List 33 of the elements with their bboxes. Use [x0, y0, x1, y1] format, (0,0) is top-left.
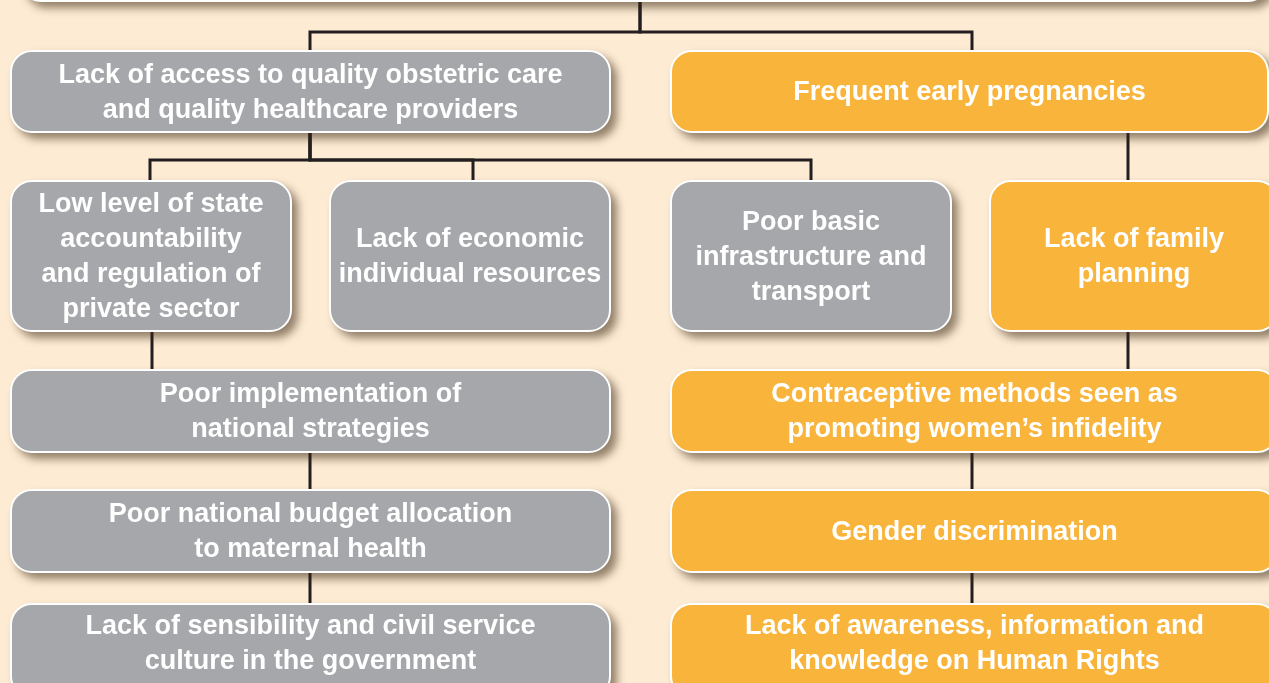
- cause-text: Poor national budget allocation to maternal health: [107, 497, 514, 565]
- cause-box: [989, 180, 1269, 332]
- cause-box: [670, 180, 952, 332]
- connector-line: [1126, 133, 1130, 180]
- cause-box: [670, 50, 1269, 133]
- cause-text: Lack of awareness, information and knowledge on Human Rights: [743, 608, 1206, 677]
- cause-box: [10, 489, 611, 573]
- cause-box: [670, 489, 1269, 573]
- cause-text: Frequent early pregnancies: [793, 75, 1146, 108]
- cause-text: Poor implementation of national strategies: [158, 377, 463, 445]
- connector-line: [638, 2, 974, 50]
- connector-line: [308, 133, 813, 180]
- cause-box: [10, 50, 611, 133]
- cause-box: [10, 369, 611, 453]
- connector-line: [970, 573, 974, 603]
- connector-line: [308, 453, 312, 489]
- cause-box: [329, 180, 611, 332]
- connector-line: [970, 453, 974, 489]
- cause-text: Lack of sensibility and civil service culture in the government: [84, 608, 537, 677]
- cause-text: Contraceptive methods seen as promoting women’s infidelity: [770, 377, 1179, 445]
- cause-text: Gender discrimination: [831, 514, 1118, 548]
- cause-box: [670, 369, 1269, 453]
- cause-box: [670, 603, 1269, 683]
- connector-line: [150, 332, 154, 369]
- cause-text: Lack of family planning: [1042, 222, 1226, 290]
- cause-text: Lack of economic individual resources: [337, 222, 603, 290]
- cause-box: [10, 180, 292, 332]
- connector-line: [1126, 332, 1130, 369]
- cause-box: [10, 603, 611, 683]
- cause-text: Poor basic infrastructure and transport: [694, 204, 928, 308]
- cause-text: Low level of state accountability and regulation of private sector: [37, 187, 265, 325]
- connector-line: [308, 573, 312, 603]
- cause-text: Lack of access to quality obstetric care and quality healthcare providers: [57, 57, 564, 126]
